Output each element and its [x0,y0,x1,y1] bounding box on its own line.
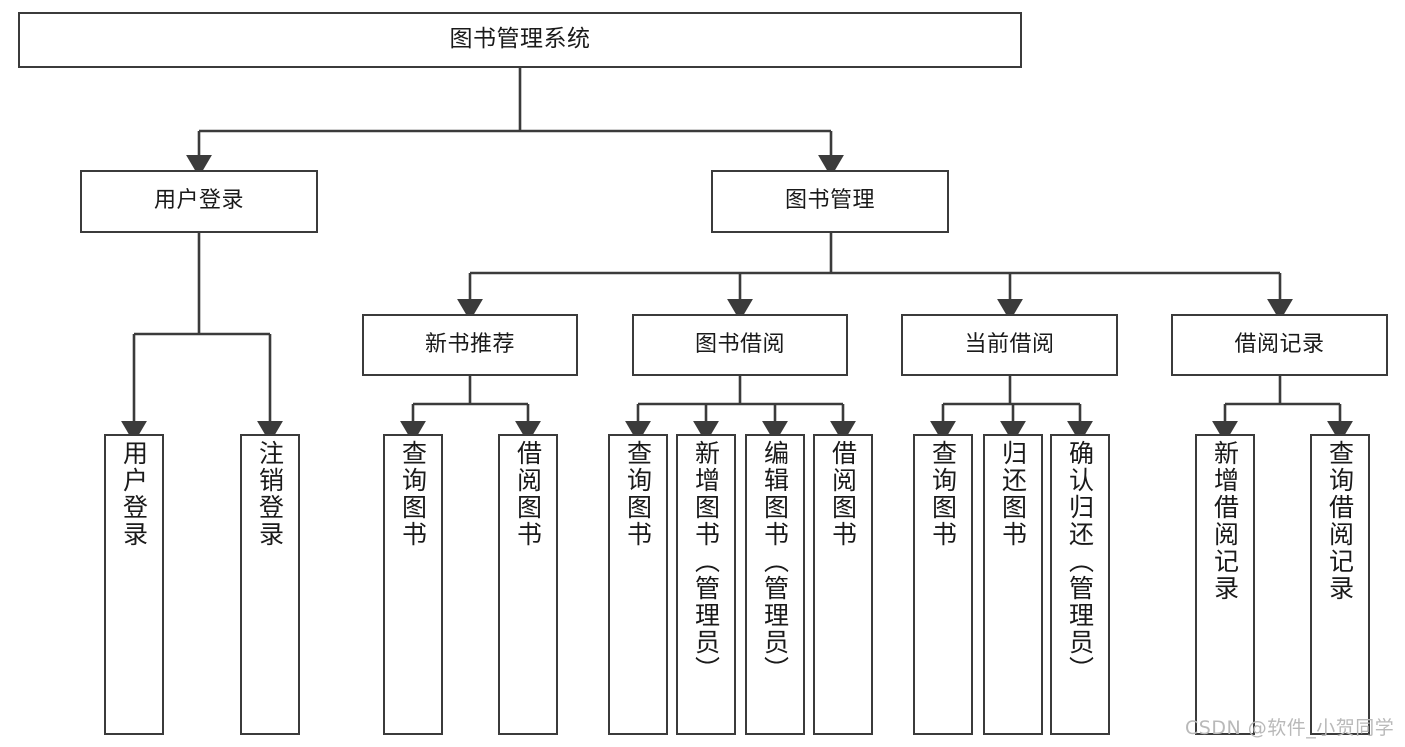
node-leaf-user-login-2[interactable]: 注销登录 [240,434,300,735]
node-leaf-book-borrow-4[interactable]: 借阅图书 [813,434,873,735]
node-leaf-current-borrow-2-label: 归还图书 [998,440,1028,548]
node-current-borrow[interactable]: 当前借阅 [901,314,1118,376]
node-new-book-rec-label: 新书推荐 [424,331,515,357]
node-borrow-record-label: 借阅记录 [1234,331,1325,357]
node-user-login[interactable]: 用户登录 [80,170,318,233]
node-root-label: 图书管理系统 [449,26,591,53]
node-current-borrow-label: 当前借阅 [964,331,1055,357]
node-root[interactable]: 图书管理系统 [18,12,1022,68]
node-leaf-book-borrow-1[interactable]: 查询图书 [608,434,668,735]
node-leaf-current-borrow-3[interactable]: 确认归还（管理员） [1050,434,1110,735]
node-book-borrow-label: 图书借阅 [694,331,785,357]
node-new-book-rec[interactable]: 新书推荐 [362,314,578,376]
node-leaf-current-borrow-2[interactable]: 归还图书 [983,434,1043,735]
node-leaf-user-login-2-label: 注销登录 [255,440,285,548]
node-leaf-current-borrow-1-label: 查询图书 [928,440,958,548]
node-leaf-user-login-1-label: 用户登录 [119,440,149,548]
node-leaf-book-borrow-2[interactable]: 新增图书（管理员） [676,434,736,735]
node-book-manage[interactable]: 图书管理 [711,170,949,233]
node-leaf-new-book-rec-1[interactable]: 查询图书 [383,434,443,735]
node-user-login-label: 用户登录 [153,188,244,214]
node-leaf-new-book-rec-2[interactable]: 借阅图书 [498,434,558,735]
node-borrow-record[interactable]: 借阅记录 [1171,314,1388,376]
node-leaf-borrow-record-1[interactable]: 新增借阅记录 [1195,434,1255,735]
node-leaf-borrow-record-2[interactable]: 查询借阅记录 [1310,434,1370,735]
node-leaf-new-book-rec-1-label: 查询图书 [398,440,428,548]
node-leaf-book-borrow-2-label: 新增图书（管理员） [691,440,721,683]
node-leaf-new-book-rec-2-label: 借阅图书 [513,440,543,548]
node-leaf-current-borrow-1[interactable]: 查询图书 [913,434,973,735]
node-book-manage-label: 图书管理 [784,188,875,214]
node-leaf-book-borrow-4-label: 借阅图书 [828,440,858,548]
node-leaf-current-borrow-3-label: 确认归还（管理员） [1065,440,1095,683]
node-book-borrow[interactable]: 图书借阅 [632,314,848,376]
node-leaf-book-borrow-3-label: 编辑图书（管理员） [760,440,790,683]
node-leaf-borrow-record-2-label: 查询借阅记录 [1325,440,1355,602]
node-leaf-user-login-1[interactable]: 用户登录 [104,434,164,735]
node-leaf-book-borrow-1-label: 查询图书 [623,440,653,548]
csdn-watermark: CSDN @软件_小贺同学 [1185,717,1395,739]
node-leaf-book-borrow-3[interactable]: 编辑图书（管理员） [745,434,805,735]
node-leaf-borrow-record-1-label: 新增借阅记录 [1210,440,1240,602]
